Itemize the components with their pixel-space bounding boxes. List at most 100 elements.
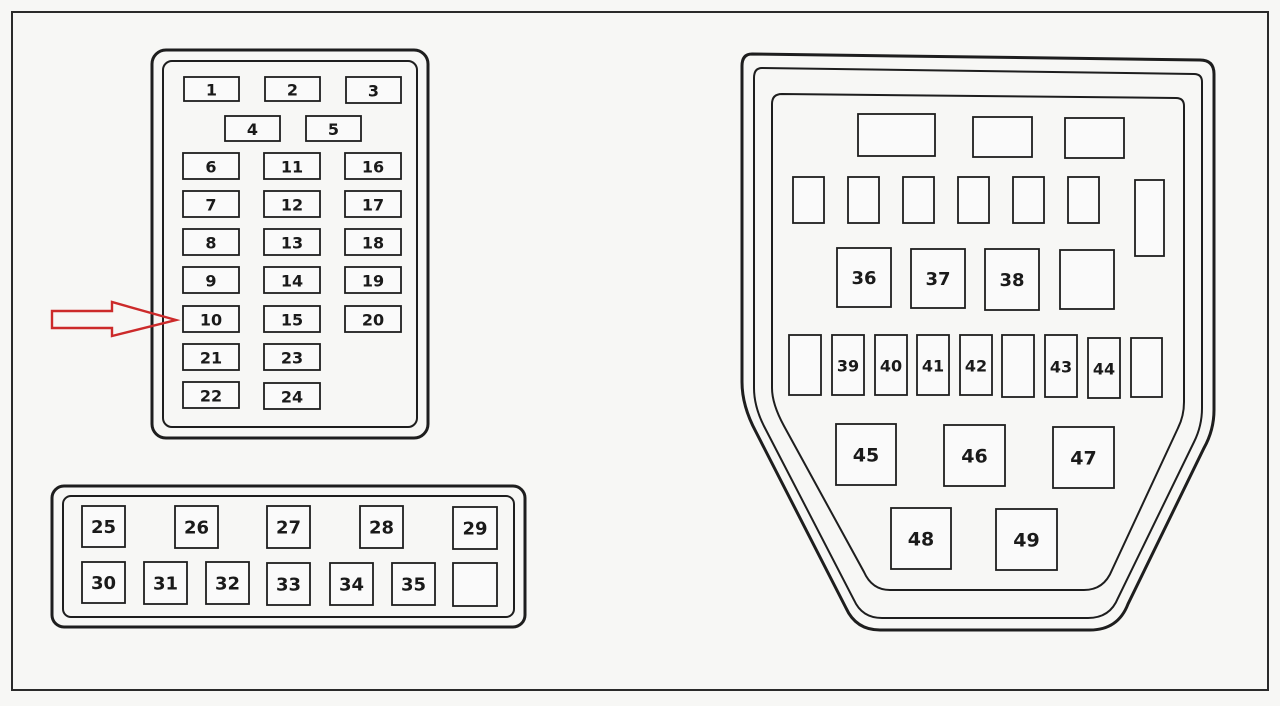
fuse-slot — [836, 247, 892, 308]
fuse-28: 28 — [359, 505, 404, 549]
fuse-17: 17 — [344, 190, 402, 218]
fuse-26: 26 — [174, 505, 219, 549]
fuse-36: 36 — [836, 247, 892, 308]
fuse-number: 28 — [369, 518, 394, 539]
fuse-number: 27 — [276, 518, 301, 539]
fuse-number: 3 — [368, 82, 379, 101]
empty-slot — [957, 176, 990, 224]
fuse-box-right — [740, 52, 1216, 632]
fuse-14: 14 — [263, 266, 321, 294]
empty-slot — [1130, 337, 1163, 398]
fuse-5: 5 — [305, 115, 362, 142]
fuse-slot — [890, 507, 952, 570]
fuse-number: 1 — [206, 81, 217, 100]
fuse-slot — [224, 115, 281, 142]
fuse-slot — [831, 334, 865, 396]
fuse-23: 23 — [263, 343, 321, 371]
fuse-number: 46 — [961, 446, 987, 468]
fuse-number: 38 — [999, 270, 1024, 291]
fuse-number: 13 — [281, 234, 303, 253]
fuse-panel-upper-left — [150, 48, 430, 440]
fuse-number: 6 — [205, 158, 216, 177]
fuse-slot — [1087, 337, 1121, 399]
fuse-slot — [359, 505, 404, 549]
fuse-slot — [344, 305, 402, 333]
fuse-slot — [329, 562, 374, 606]
empty-slot — [452, 562, 498, 607]
fuse-22: 22 — [182, 381, 240, 409]
fuse-slot — [266, 505, 311, 549]
fuse-44: 44 — [1087, 337, 1121, 399]
fuse-slot — [874, 334, 908, 396]
fuse-20: 20 — [344, 305, 402, 333]
fuse-slot — [344, 190, 402, 218]
fuse-slot — [174, 505, 219, 549]
fuse-slot — [344, 152, 402, 180]
empty-slot — [847, 176, 880, 224]
fuse-42: 42 — [959, 334, 993, 396]
fuse-8: 8 — [182, 228, 240, 256]
fuse-number: 42 — [965, 357, 987, 376]
fuse-slot — [835, 423, 897, 486]
empty-slot — [1134, 179, 1165, 257]
fuse-49: 49 — [995, 508, 1058, 571]
fuse-slot — [345, 76, 402, 104]
fuse-slot — [81, 561, 126, 604]
fuse-29: 29 — [452, 506, 498, 550]
fuse-number: 30 — [91, 573, 116, 594]
empty-slot — [792, 176, 825, 224]
fuse-34: 34 — [329, 562, 374, 606]
fuse-number: 7 — [205, 196, 216, 215]
empty-slot — [788, 334, 822, 396]
fuse-30: 30 — [81, 561, 126, 604]
fuse-slot — [182, 152, 240, 180]
fuse-number: 24 — [281, 388, 303, 407]
fuse-33: 33 — [266, 562, 311, 606]
fuse-number: 31 — [153, 574, 178, 595]
fuse-number: 40 — [880, 357, 902, 376]
fuse-slot — [263, 228, 321, 256]
fuse-number: 12 — [281, 196, 303, 215]
fuse-slot — [995, 508, 1058, 571]
fuse-11: 11 — [263, 152, 321, 180]
fuse-number: 8 — [205, 234, 216, 253]
empty-slot — [972, 116, 1033, 158]
fuse-slot — [959, 334, 993, 396]
fuse-number: 39 — [837, 357, 859, 376]
fuse-47: 47 — [1052, 426, 1115, 489]
fuse-27: 27 — [266, 505, 311, 549]
fuse-21: 21 — [182, 343, 240, 371]
fuse-number: 18 — [362, 234, 384, 253]
fuse-slot — [452, 506, 498, 550]
fuse-panel-lower-strip — [50, 484, 527, 629]
fuse-number: 29 — [462, 519, 487, 540]
empty-slot-group — [452, 113, 1165, 607]
empty-slot — [902, 176, 935, 224]
fuse-slot — [1052, 426, 1115, 489]
fuse-48: 48 — [890, 507, 952, 570]
fuse-13: 13 — [263, 228, 321, 256]
red-arrow-icon — [50, 300, 181, 338]
fuse-46: 46 — [943, 424, 1006, 487]
fuse-number: 43 — [1050, 358, 1072, 377]
fuse-number: 10 — [200, 311, 222, 330]
fuse-number: 34 — [339, 575, 364, 596]
fuse-number: 47 — [1070, 448, 1096, 470]
empty-slot — [1001, 334, 1035, 398]
fuse-slot — [910, 248, 966, 309]
fuse-slot — [984, 248, 1040, 311]
fuse-number: 41 — [922, 357, 944, 376]
fuse-number: 15 — [281, 311, 303, 330]
fuse-slot — [182, 381, 240, 409]
fuse-slot — [943, 424, 1006, 487]
fuse-slot — [263, 152, 321, 180]
fuse-slot — [264, 76, 321, 102]
fuse-number: 48 — [908, 529, 934, 551]
fuse-number: 32 — [215, 574, 240, 595]
fuse-slot — [263, 382, 321, 410]
empty-slot — [1067, 176, 1100, 224]
fuse-slot — [1044, 334, 1078, 398]
fuse-slot — [263, 305, 321, 333]
fuse-38: 38 — [984, 248, 1040, 311]
